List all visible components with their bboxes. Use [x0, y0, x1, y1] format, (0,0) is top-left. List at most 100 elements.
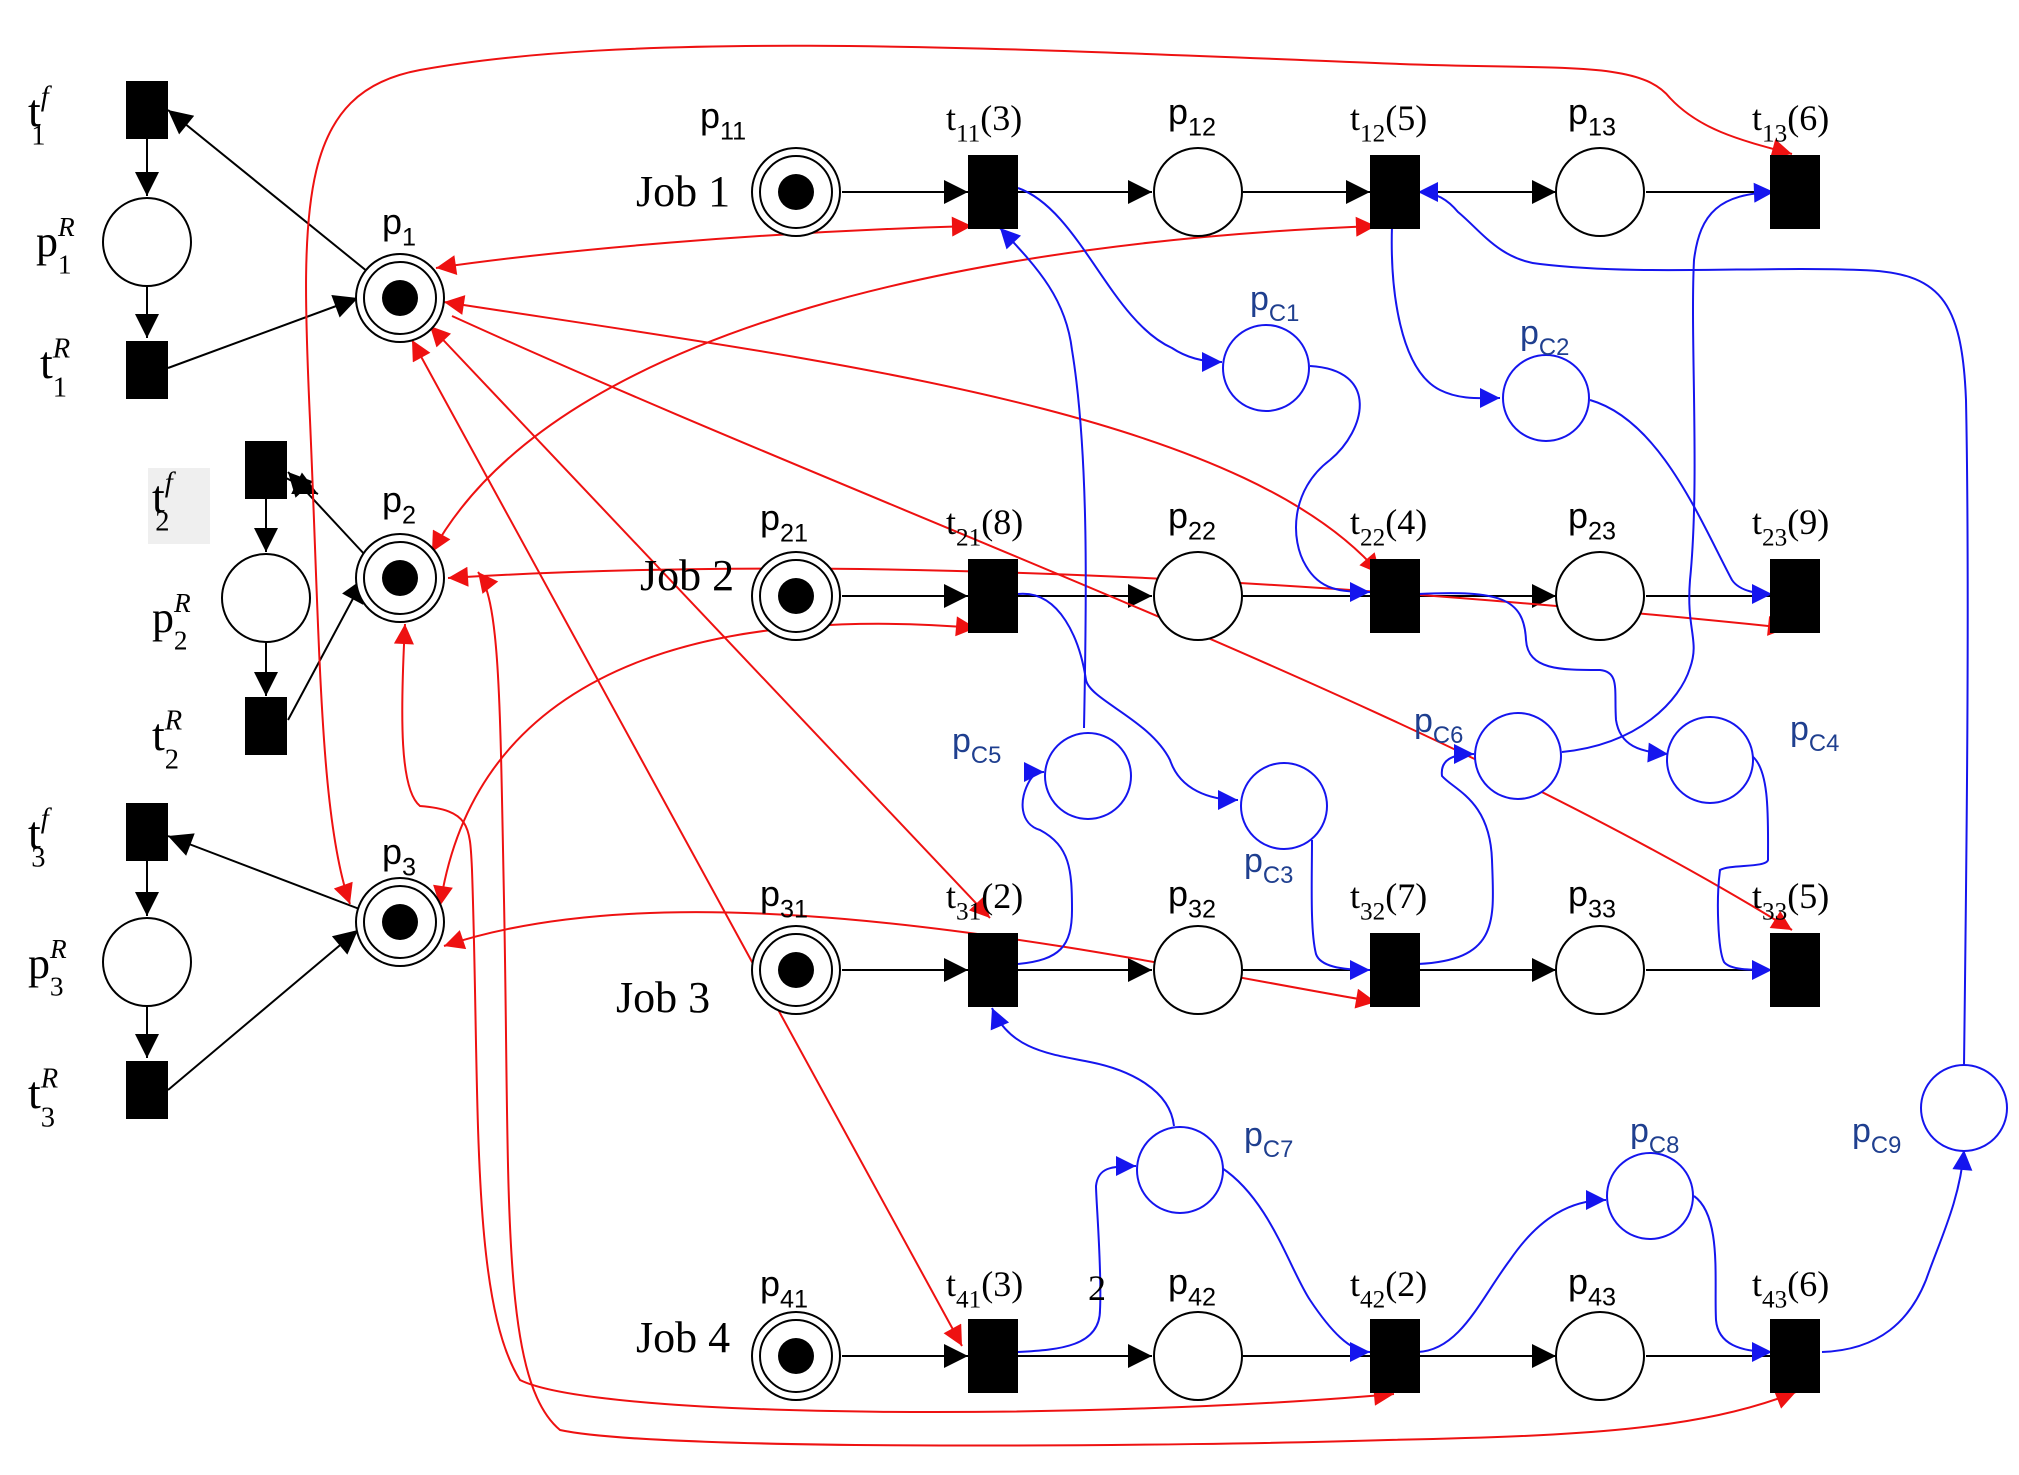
- control-place-pC1: [1222, 324, 1310, 412]
- label-t33: t33(5): [1752, 876, 1829, 926]
- label-pC6: pC6: [1414, 702, 1463, 749]
- control-place-pC4: [1666, 716, 1754, 804]
- transition-t31: [968, 933, 1018, 1007]
- place-p11-inner-ring: [759, 155, 833, 229]
- place-p22: [1153, 551, 1243, 641]
- blue-arc-t31-pC5: [1017, 762, 1074, 965]
- token-p31: [778, 952, 814, 988]
- transition-t32: [1370, 933, 1420, 1007]
- nodes: [102, 81, 2008, 1401]
- transition-t2R: [245, 697, 287, 755]
- label-t2f-highlight: [148, 468, 210, 544]
- label-t13: t13(6): [1752, 98, 1829, 148]
- red-arc-t21-p3: [433, 616, 977, 907]
- token-p3: [382, 904, 418, 940]
- label-t23: t23(9): [1752, 502, 1829, 552]
- arc-weight-t41-pC7: 2: [1088, 1268, 1106, 1308]
- transition-t11: [968, 155, 1018, 229]
- blue-arc-pC3-t32: [1310, 839, 1371, 980]
- blue-arc-pC6-t13: [1561, 182, 1775, 753]
- blue-arc-t11-pC1: [1017, 187, 1223, 372]
- label-t41: t41(3): [946, 1264, 1023, 1314]
- label-pC4: pC4: [1790, 710, 1839, 757]
- label-pC2: pC2: [1520, 314, 1569, 361]
- token-p2: [382, 560, 418, 596]
- transition-t13: [1770, 155, 1820, 229]
- label-p22: p22: [1168, 495, 1216, 546]
- label-p1: p1: [382, 201, 416, 252]
- label-t42: t42(2): [1350, 1264, 1427, 1314]
- transition-t3R: [126, 1061, 168, 1119]
- control-place-pC6: [1474, 712, 1562, 800]
- blue-arc-t22-pC4: [1417, 592, 1669, 763]
- transition-t2f: [245, 441, 287, 499]
- blue-arc-pC4-t33: [1716, 755, 1773, 980]
- label-t11: t11(3): [946, 98, 1022, 148]
- resource-arcs: [305, 44, 1797, 1447]
- label-p11: p11: [700, 95, 746, 146]
- place-p32: [1153, 925, 1243, 1015]
- transition-t1R: [126, 341, 168, 399]
- job-label-1: Job 1: [636, 167, 730, 216]
- place-p23: [1555, 551, 1645, 641]
- label-p43: p43: [1568, 1261, 1616, 1312]
- job-label-3: Job 3: [616, 973, 710, 1022]
- arc-t1R-p1: [167, 295, 359, 369]
- blue-arc-t42-pC8: [1417, 1190, 1607, 1353]
- job-label-4: Job 4: [636, 1313, 730, 1362]
- blue-arc-pC1-t22: [1295, 365, 1371, 602]
- blue-arc-pC9-t12: [1417, 182, 1969, 1067]
- label-p33: p33: [1568, 873, 1616, 924]
- label-pC1: pC1: [1250, 280, 1299, 327]
- place-p12: [1153, 147, 1243, 237]
- blue-arc-pC7-t42: [1221, 1167, 1371, 1362]
- place-p2R: [221, 553, 311, 643]
- red-arc-t13-p3-loop: [305, 44, 1793, 905]
- arc-t3R-p3: [167, 929, 359, 1091]
- transition-t12: [1370, 155, 1420, 229]
- blue-arc-t32-pC6: [1417, 744, 1494, 965]
- place-p13: [1555, 147, 1645, 237]
- label-t12: t12(5): [1350, 98, 1427, 148]
- label-pC8: pC8: [1630, 1112, 1679, 1159]
- red-arc-t11-p1: [435, 216, 973, 276]
- red-arc-p2-t42: [393, 623, 1395, 1414]
- blue-arc-pC7-t31: [990, 1007, 1175, 1127]
- job-label-2: Job 2: [640, 551, 734, 600]
- blue-arc-pC8-t43: [1693, 1195, 1773, 1362]
- transition-t22: [1370, 559, 1420, 633]
- transition-t1f: [126, 81, 168, 139]
- control-place-pC3: [1240, 762, 1328, 850]
- label-p23: p23: [1568, 495, 1616, 546]
- label-t22: t22(4): [1350, 502, 1427, 552]
- label-p32: p32: [1168, 873, 1216, 924]
- place-p43: [1555, 1311, 1645, 1401]
- control-place-pC8: [1606, 1152, 1694, 1240]
- blue-arc-pC5-t11: [999, 227, 1087, 729]
- transition-t42: [1370, 1319, 1420, 1393]
- blue-arc-t43-pC9: [1821, 1149, 1973, 1353]
- place-p1R: [102, 197, 192, 287]
- token-p11: [778, 174, 814, 210]
- control-arcs: [990, 182, 1973, 1362]
- place-p33: [1555, 925, 1645, 1015]
- transition-t33: [1770, 933, 1820, 1007]
- place-p3R: [102, 917, 192, 1007]
- place-p1-inner-ring: [363, 261, 437, 335]
- label-pC9: pC9: [1852, 1112, 1901, 1159]
- transition-t3f: [126, 803, 168, 861]
- arc-p1-t1f: [167, 109, 369, 273]
- label-pC3: pC3: [1244, 842, 1293, 889]
- label-p13: p13: [1568, 91, 1616, 142]
- label-t43: t43(6): [1752, 1264, 1829, 1314]
- control-place-pC7: [1136, 1126, 1224, 1214]
- token-p21: [778, 578, 814, 614]
- transition-t43: [1770, 1319, 1820, 1393]
- red-arc-p1-t41: [411, 339, 963, 1347]
